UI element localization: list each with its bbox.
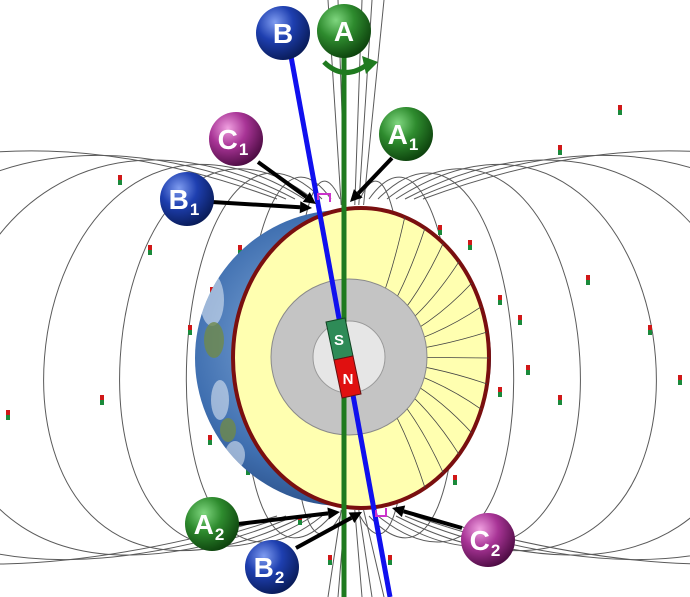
- pointer-b1: [212, 201, 312, 213]
- field-direction-marker: [328, 555, 332, 565]
- field-direction-marker: [558, 145, 562, 155]
- field-direction-marker: [648, 325, 652, 335]
- label-ball-a2: A2: [185, 497, 239, 551]
- magnet-south-label: S: [334, 332, 344, 349]
- pointer-a2: [238, 507, 340, 524]
- label-ball-text-b: B: [273, 18, 293, 49]
- field-direction-marker: [453, 475, 457, 485]
- field-direction-marker: [468, 240, 472, 250]
- label-ball-a: A: [317, 4, 371, 58]
- magnet-north-label: N: [343, 371, 354, 388]
- field-direction-marker: [100, 395, 104, 405]
- field-direction-marker: [388, 555, 392, 565]
- field-direction-marker: [678, 375, 682, 385]
- field-direction-marker: [148, 245, 152, 255]
- field-direction-marker: [208, 435, 212, 445]
- label-ball-b2: B2: [245, 540, 299, 594]
- geomagnetic-south-pole-marker: [376, 508, 386, 516]
- pointer-c1: [258, 162, 316, 204]
- field-direction-marker: [118, 175, 122, 185]
- field-direction-marker: [438, 225, 442, 235]
- field-direction-marker: [558, 395, 562, 405]
- field-direction-marker: [498, 387, 502, 397]
- label-ball-c2: C2: [461, 513, 515, 567]
- label-ball-text-a: A: [334, 16, 354, 47]
- field-direction-marker: [188, 325, 192, 335]
- label-ball-b: B: [256, 6, 310, 60]
- label-ball-b1: B1: [160, 172, 214, 226]
- field-direction-marker: [526, 365, 530, 375]
- field-direction-marker: [586, 275, 590, 285]
- field-direction-marker: [498, 295, 502, 305]
- field-direction-marker: [618, 105, 622, 115]
- earth-cross-section: [233, 208, 489, 508]
- label-ball-c1: C1: [209, 112, 263, 166]
- label-ball-a1: A1: [379, 107, 433, 161]
- field-direction-marker: [518, 315, 522, 325]
- field-direction-marker: [6, 410, 10, 420]
